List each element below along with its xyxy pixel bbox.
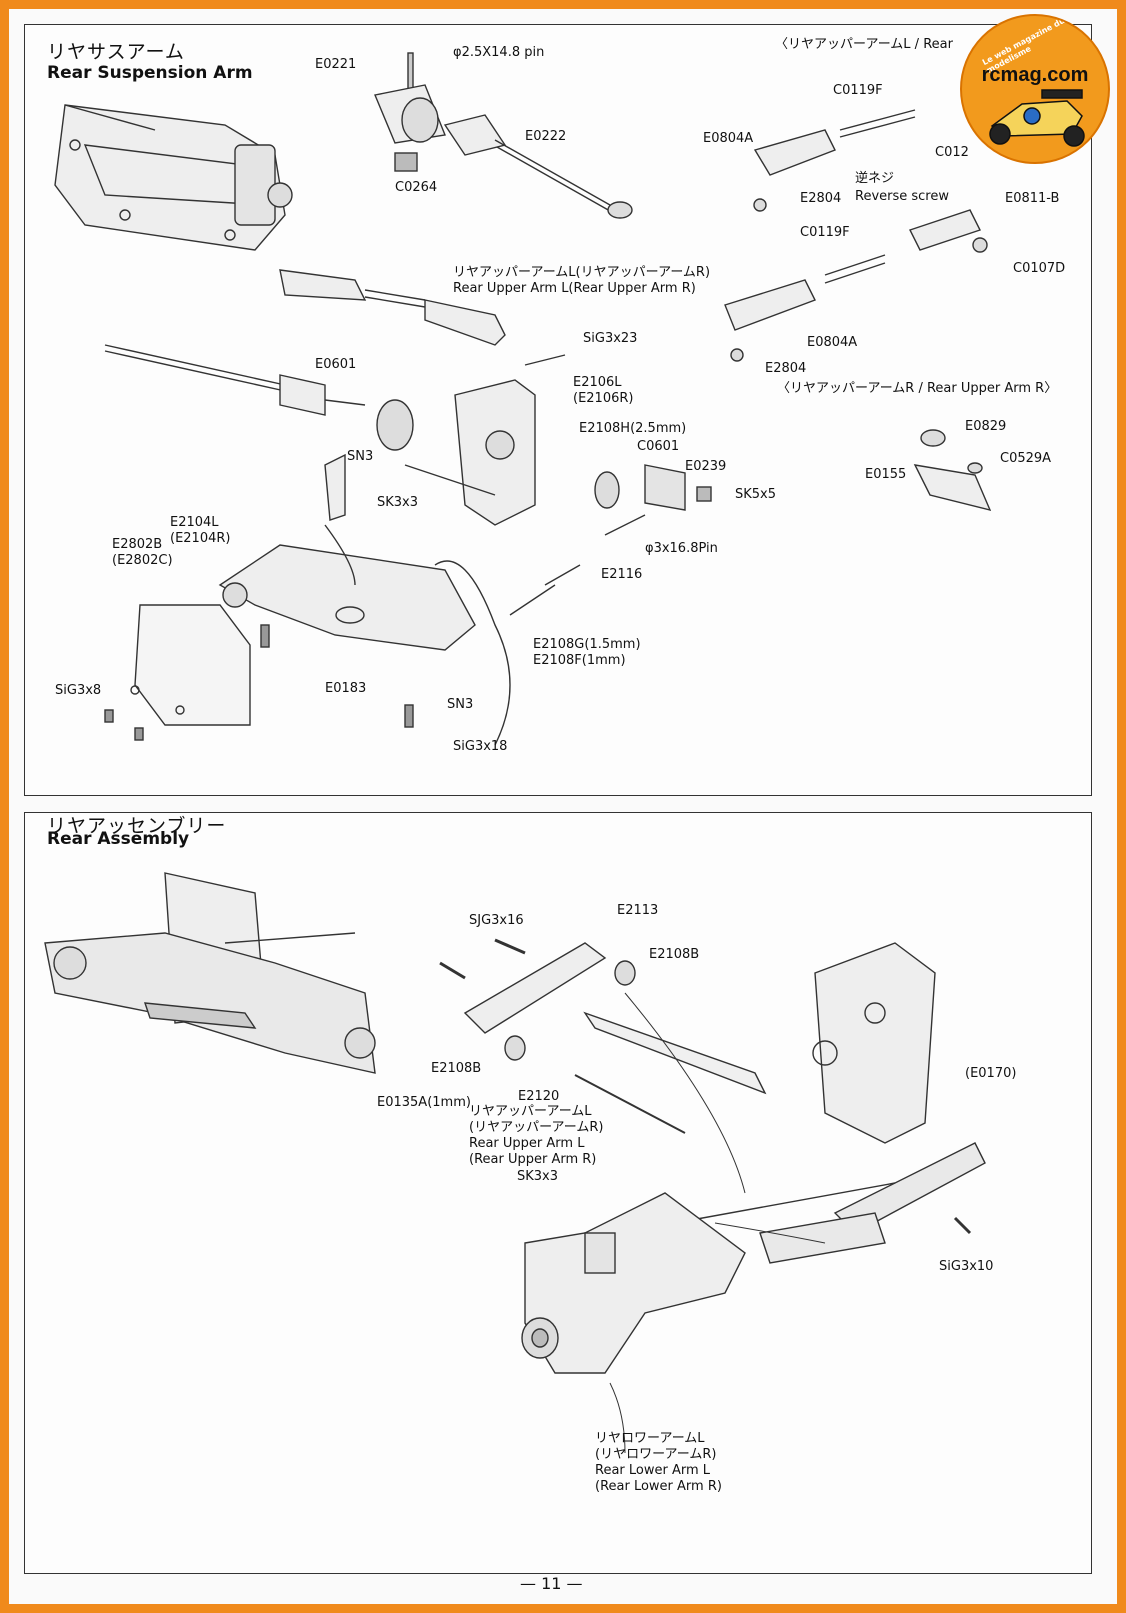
label-e0804a-b: E0804A [807,335,858,350]
label-e0829: E0829 [965,419,1007,434]
label-e2116: E2116 [601,567,643,582]
label-upper-r-jp: (リヤアッパーアームR) [469,1120,604,1135]
label-e0239: E0239 [685,459,727,474]
label-upper-l-en: Rear Upper Arm L [469,1136,585,1151]
label-e0601: E0601 [315,357,357,372]
label-e0222: E0222 [525,129,567,144]
assembled-rear-thumbnail [44,872,376,1074]
label-c0107d: C0107D [1013,261,1066,276]
buggy-icon [989,89,1085,147]
label-reverse-en: Reverse screw [855,189,949,204]
label-reverse-jp: 逆ネジ [855,171,895,186]
panel-title-jp: リヤサスアーム [47,41,185,63]
label-e0155: E0155 [865,467,907,482]
label-sk3x3-a: SK3x3 [377,495,419,510]
page-number: — 11 — [520,1574,583,1593]
upper-arm-l-header: 〈リヤアッパーアームL / Rear [775,37,953,52]
label-sn3-b: SN3 [447,697,474,712]
label-e2108b-b: E2108B [431,1061,482,1076]
label-e2113: E2113 [617,903,659,918]
label-e0183: E0183 [325,681,367,696]
label-c0119f-b: C0119F [800,225,850,240]
label-upper-arm-en: Rear Upper Arm L(Rear Upper Arm R) [453,281,696,296]
label-lower-r-jp: (リヤロワーアームR) [595,1447,717,1462]
label-sig3x18: SiG3x18 [453,739,508,754]
label-upper-r-en: (Rear Upper Arm R) [469,1152,597,1167]
label-e0135a: E0135A(1mm) [377,1095,471,1110]
label-e2120: E2120 [518,1089,560,1104]
label-upper-arm-r-header: 〈リヤアッパーアームR / Rear Upper Arm R〉 [777,381,1058,396]
label-e2802b: E2802B [112,537,163,552]
panel-title-en: Rear Suspension Arm [47,63,253,83]
label-e0170: (E0170) [965,1066,1017,1081]
assembled-arm-thumbnail [54,104,293,251]
label-sk3x3: SK3x3 [517,1169,559,1184]
label-e2104r: (E2104R) [170,531,231,546]
rcmag-logo: Le web magazine du modelisme rcmag.com [960,14,1110,164]
label-e2804-b: E2804 [765,361,807,376]
label-e2108g: E2108G(1.5mm) [533,637,641,652]
label-pin-25: φ2.5X14.8 pin [453,45,545,60]
label-lower-r-en: (Rear Lower Arm R) [595,1479,722,1494]
label-e2804-a: E2804 [800,191,842,206]
label-sig3x23: SiG3x23 [583,331,638,346]
label-c0601: C0601 [637,439,680,454]
label-upper-arm-jp: リヤアッパーアームL(リヤアッパーアームR) [453,265,711,280]
label-e0811b: E0811-B [1005,191,1060,206]
label-sn3-a: SN3 [347,449,374,464]
label-c0119f-a: C0119F [833,83,883,98]
label-upper-l-jp: リヤアッパーアームL [469,1104,592,1119]
label-lower-l-jp: リヤロワーアームL [595,1431,705,1446]
label-c0529a: C0529A [1000,451,1052,466]
exploded-view-drawing [54,52,992,746]
label-sig3x8: SiG3x8 [55,683,102,698]
label-sjg3x16: SJG3x16 [469,913,524,928]
logo-main-text: rcmag.com [981,64,1089,86]
rear-suspension-arm-panel: リヤサスアーム Rear Suspension Arm 〈リヤアッパーアームL … [24,24,1092,796]
label-e0804a-a: E0804A [703,131,754,146]
label-e2106r: (E2106R) [573,391,634,406]
label-e2108b-a: E2108B [649,947,700,962]
label-sk5x5: SK5x5 [735,487,777,502]
label-c012: C012 [935,145,969,160]
label-e2104l: E2104L [170,515,219,530]
label-e0221: E0221 [315,57,357,72]
label-pin-3: φ3x16.8Pin [645,541,718,556]
label-e2106: E2106L [573,375,622,390]
label-sig3x10: SiG3x10 [939,1259,994,1274]
label-e2108h: E2108H(2.5mm) [579,421,687,436]
label-e2802c: (E2802C) [112,553,173,568]
panel-title-en: Rear Assembly [47,829,190,849]
label-e2108f: E2108F(1mm) [533,653,626,668]
label-c0264: C0264 [395,180,438,195]
panel-title-jp: リヤアッセンブリー [47,815,227,837]
assembly-drawing [44,872,986,1454]
label-lower-l-en: Rear Lower Arm L [595,1463,711,1478]
rear-assembly-panel: リヤアッセンブリー Rear Assembly [24,812,1092,1574]
